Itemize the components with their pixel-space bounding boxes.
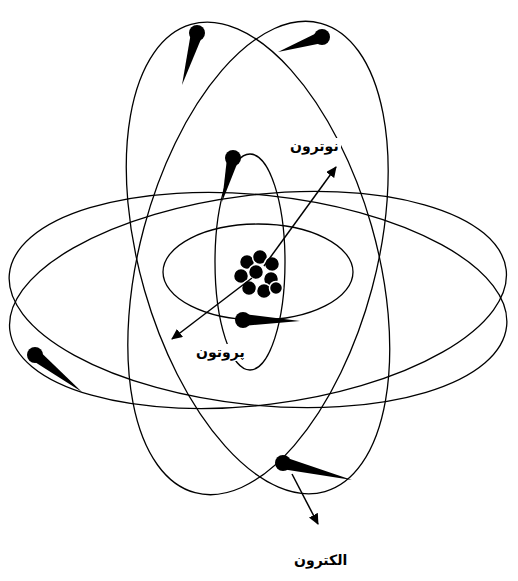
electron	[189, 25, 205, 41]
leader-arrow	[264, 167, 336, 266]
electron-orbit	[215, 154, 285, 370]
leader-arrow	[292, 474, 318, 524]
electron	[225, 150, 241, 166]
electron	[314, 29, 330, 45]
electron-orbit	[0, 169, 518, 430]
electron	[235, 312, 251, 328]
nucleon	[242, 281, 257, 296]
electron-orbit	[81, 0, 435, 523]
electron-orbit	[0, 165, 518, 434]
electron-trail	[282, 457, 352, 480]
leader-arrow	[172, 278, 252, 339]
part-label: نوترون	[288, 138, 341, 155]
electron-trail	[243, 314, 300, 326]
part-label: الکترون	[292, 552, 349, 569]
electron	[27, 347, 43, 363]
electron	[275, 455, 291, 471]
nucleon	[249, 265, 264, 280]
electron-orbit	[163, 224, 353, 320]
part-label: پروتون	[194, 344, 247, 361]
nucleon	[265, 257, 280, 272]
electron-orbit	[78, 0, 439, 524]
nucleon	[270, 282, 283, 295]
